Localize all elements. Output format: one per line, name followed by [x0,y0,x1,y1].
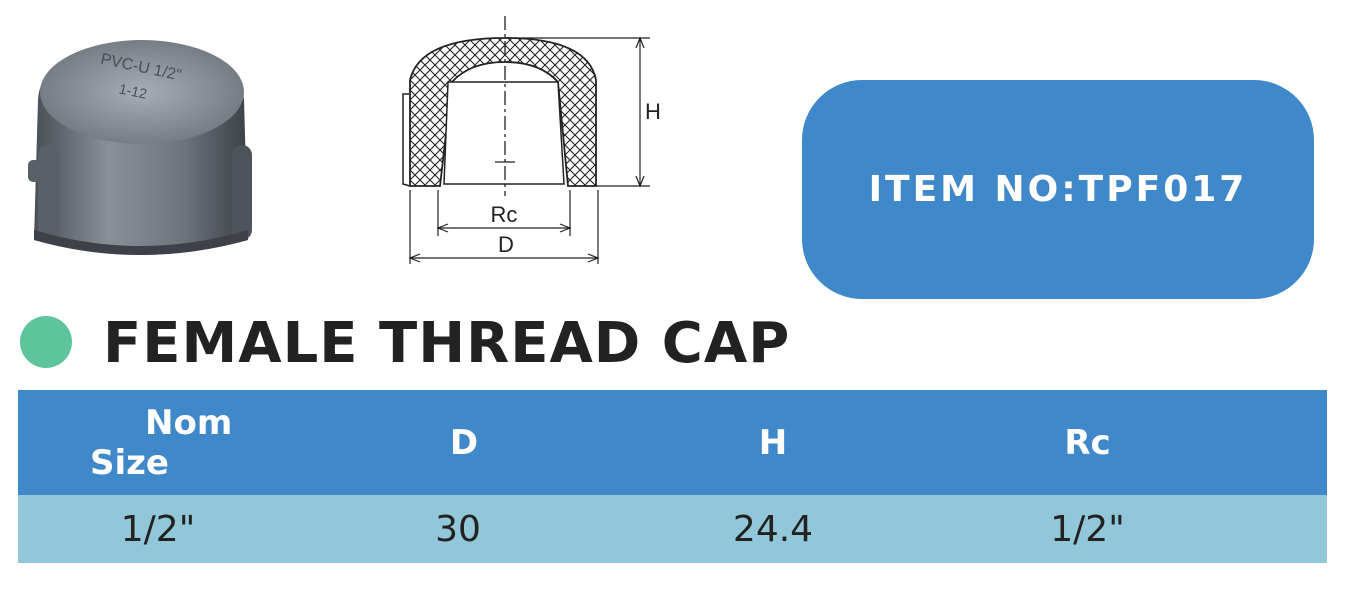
cell-h: 24.4 [628,495,928,563]
header-h: H [628,390,928,495]
cell-nom-size: 1/2" [18,495,318,563]
cell-d: 30 [318,495,628,563]
header-d: D [318,390,628,495]
product-photo: PVC-U 1/2" 1-12 [28,40,252,255]
dim-label-rc: Rc [491,202,518,227]
table-row: 1/2" 30 24.4 1/2" [18,495,1327,563]
table-header-row: Nom Size D H Rc [18,390,1327,495]
item-number-badge: ITEM NO:TPF017 [802,80,1314,299]
cap-wall-section [409,37,597,187]
title-bullet-dot [20,316,72,368]
dim-label-d: D [498,232,514,257]
header-nom-line1: Nom [145,402,233,443]
page-title: FEMALE THREAD CAP [103,311,791,376]
header-nom-size: Nom Size [18,390,318,495]
embossed-text-2: 1-12 [118,80,149,102]
header-nom-line2: Size [90,442,169,483]
technical-drawing: H Rc D [402,16,661,264]
dim-label-h: H [645,99,661,124]
header-rc: Rc [928,390,1327,495]
spec-table: Nom Size D H Rc 1/2" 30 24.4 1/2" [18,390,1327,563]
item-number-label: ITEM NO:TPF017 [868,169,1248,210]
cell-rc: 1/2" [928,495,1327,563]
